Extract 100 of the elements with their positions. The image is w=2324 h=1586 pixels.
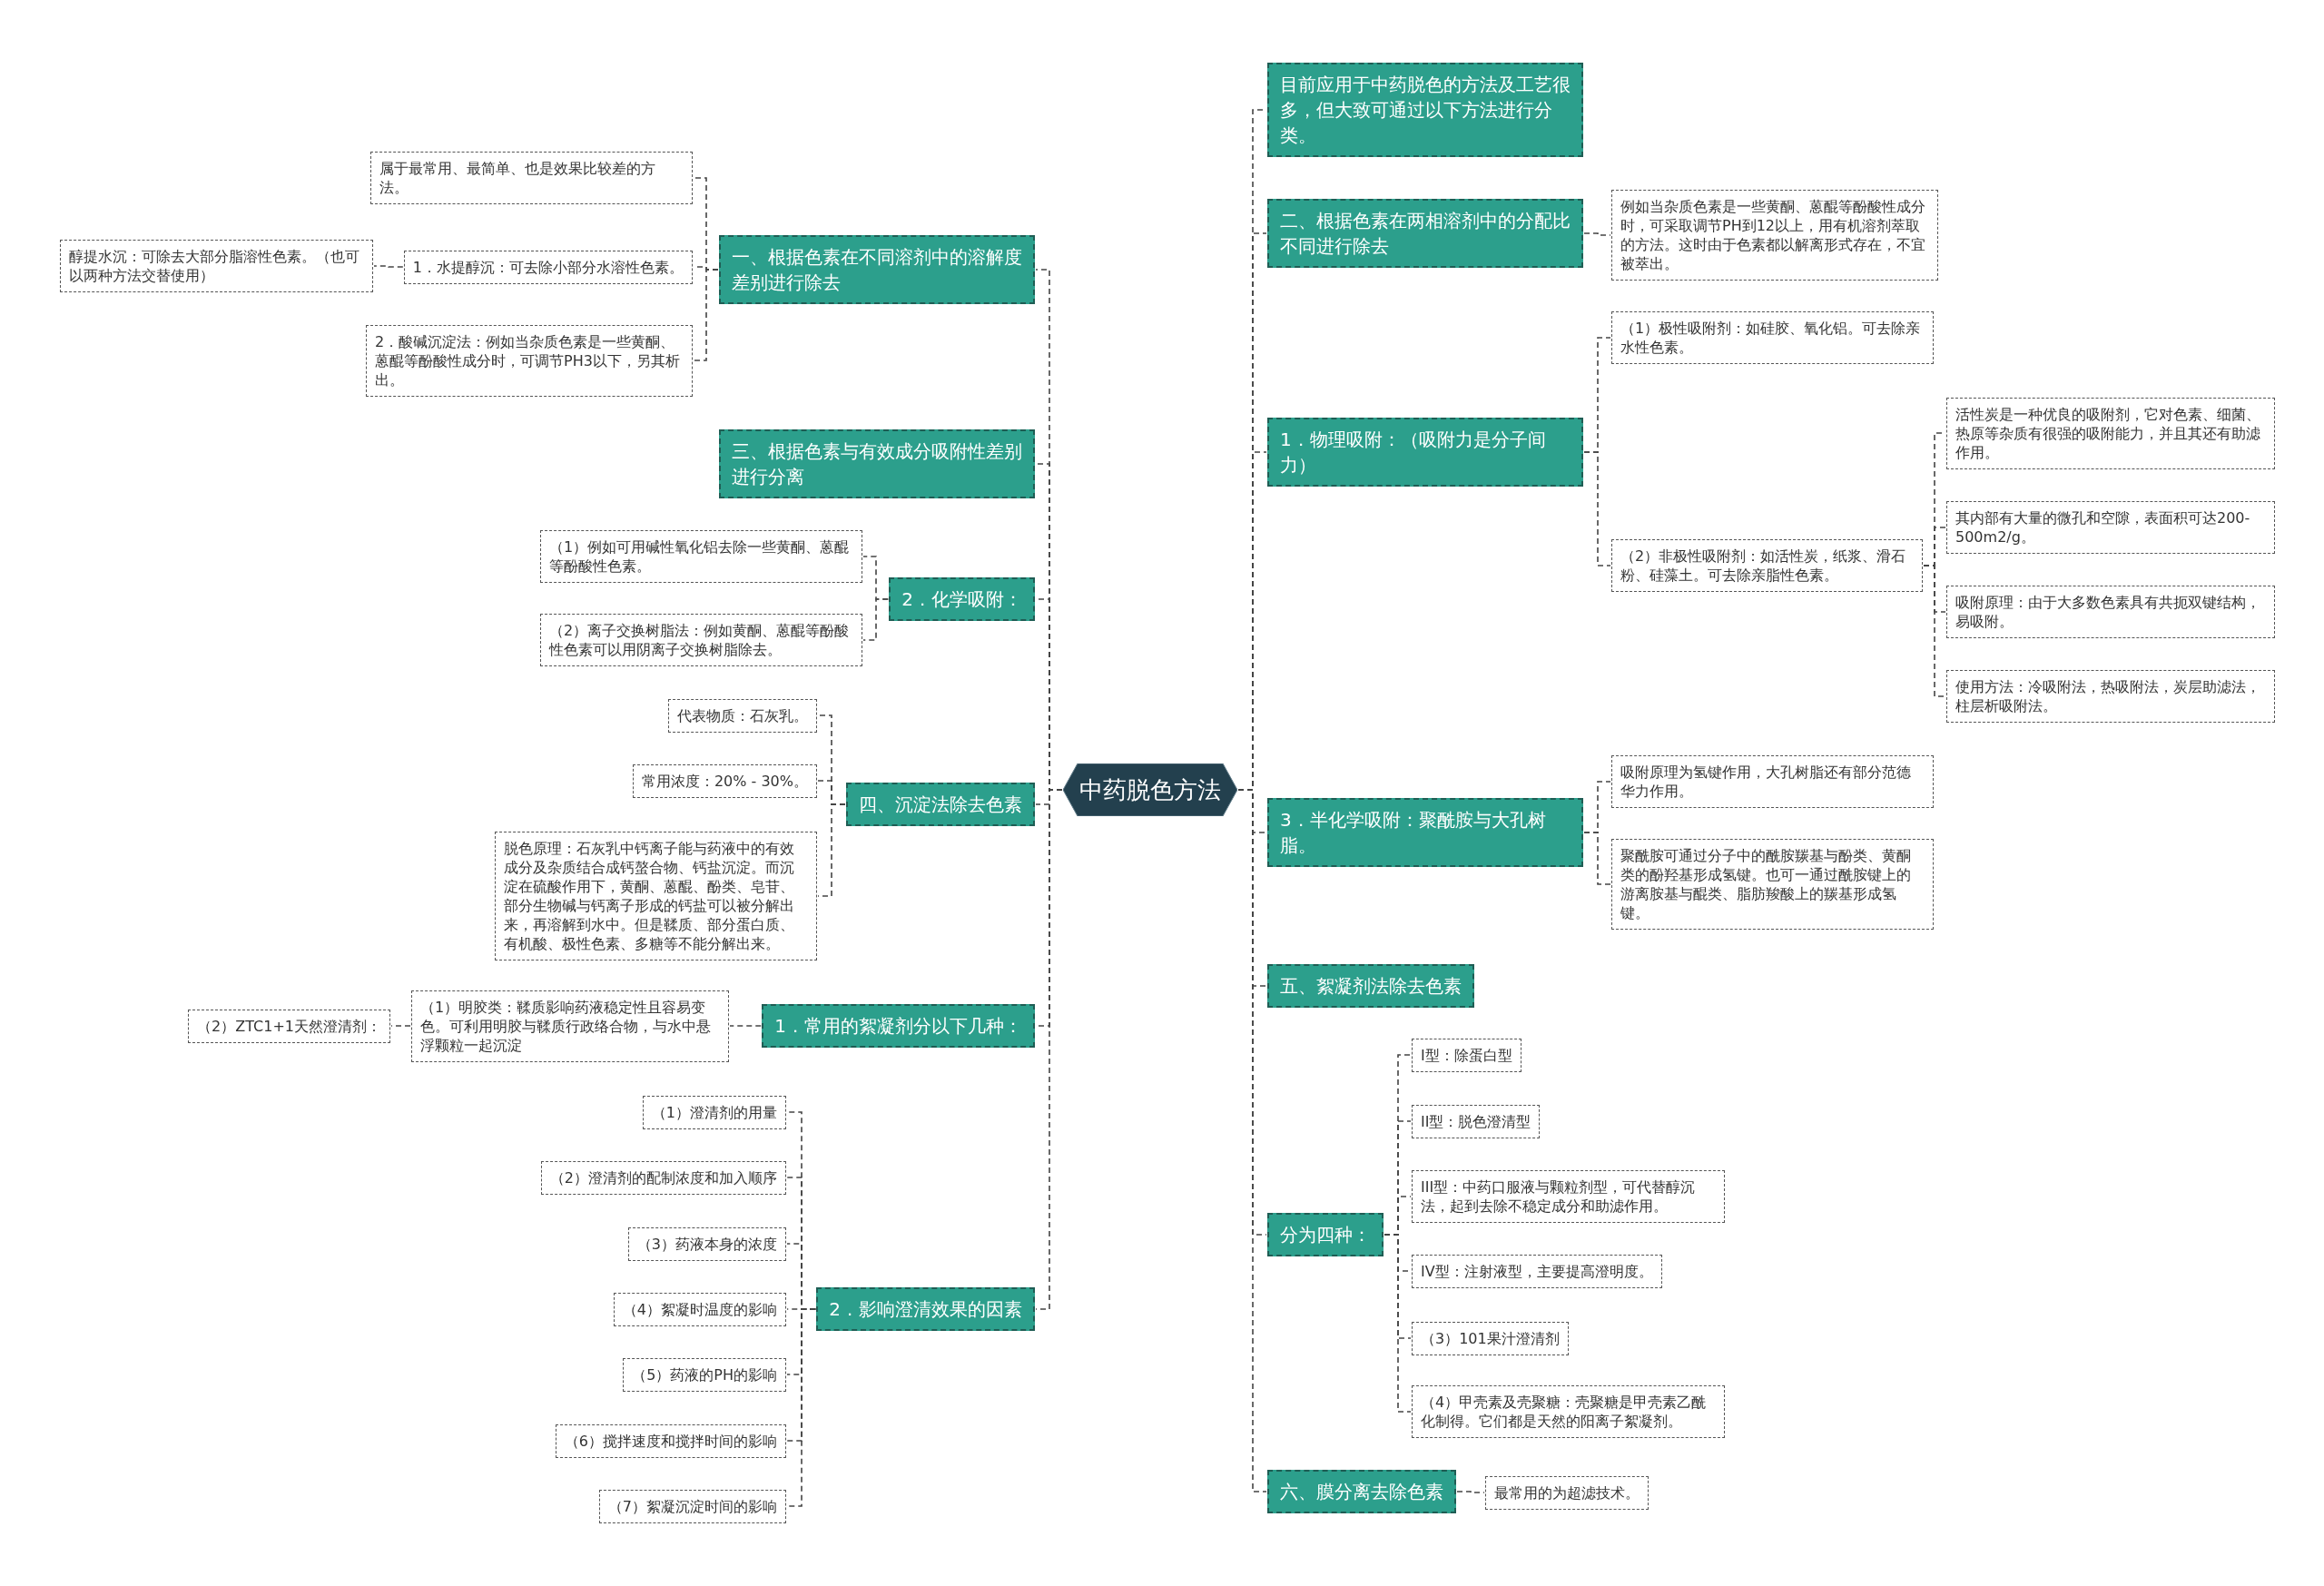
note-card [1412, 1254, 1662, 1288]
topic-text: 2．影响澄清效果的因素 [829, 1297, 1022, 1322]
note-text: 活性炭是一种优良的吸附剂，它对色素、细菌、热原等杂质有很强的吸附能力，并且其还有助滤作用。 [1955, 404, 2261, 462]
note-card [495, 832, 817, 960]
note-text: （3）药液本身的浓度 [636, 1234, 777, 1254]
connector-line [693, 269, 719, 361]
connector-line [1923, 565, 1946, 697]
note-text: 最常用的为超滤技术。 [1494, 1483, 1640, 1502]
note-card [642, 1095, 786, 1129]
note-card [1946, 670, 2275, 723]
note-text: （7）絮凝沉淀时间的影响 [607, 1496, 777, 1516]
topic-card [1267, 63, 1583, 157]
note-card [1946, 501, 2275, 554]
topic-text: 四、沉淀法除去色素 [859, 793, 1022, 817]
topic-text: 目前应用于中药脱色的方法及工艺很多，但大致可通过以下方法进行分类。 [1280, 73, 1571, 148]
note-card [623, 1357, 786, 1392]
topic-card [846, 783, 1035, 826]
note-card [1412, 1321, 1569, 1355]
topic-text: 2．化学吸附： [901, 587, 1022, 612]
note-text: 醇提水沉：可除去大部分脂溶性色素。（也可以两种方法交替使用） [69, 247, 360, 285]
topic-card [1267, 1470, 1456, 1513]
topic-card [719, 235, 1035, 304]
connector-line [390, 1025, 411, 1027]
note-text: 吸附原理为氢键作用，大孔树脂还有部分范德华力作用。 [1620, 763, 1912, 801]
topic-card [1267, 964, 1474, 1008]
note-text: I型：除蛋白型 [1421, 1045, 1512, 1065]
note-text: 使用方法：冷吸附法，热吸附法，炭层助滤法，柱层析吸附法。 [1955, 677, 2261, 715]
note-card [1412, 1104, 1541, 1138]
note-card [598, 1489, 786, 1523]
topic-text: 1．常用的絮凝剂分以下几种： [774, 1014, 1022, 1039]
topic-card [1267, 418, 1583, 487]
connector-line [1583, 232, 1611, 236]
topic-card [719, 429, 1035, 498]
connector-line [786, 1308, 817, 1507]
note-card [1611, 190, 1938, 281]
connector-line [1456, 1491, 1485, 1493]
note-text: 代表物质：石灰乳。 [677, 705, 808, 725]
topic-text: 三、根据色素与有效成分吸附性差别进行分离 [732, 439, 1022, 489]
connector-line [817, 803, 846, 897]
note-card [1412, 1170, 1725, 1223]
note-card [60, 240, 373, 292]
note-text: （2）离子交换树脂法：例如黄酮、蒽醌等酚酸性色素可以用阴离子交换树脂除去。 [549, 621, 851, 659]
topic-text: 一、根据色素在不同溶剂中的溶解度差别进行除去 [732, 245, 1022, 295]
note-card [613, 1292, 786, 1326]
connector-line [1583, 832, 1611, 885]
note-card [540, 1160, 786, 1195]
connector-line [729, 1025, 763, 1027]
note-card [1412, 1038, 1521, 1072]
note-text: 属于最常用、最简单、也是效果比较差的方法。 [379, 159, 656, 197]
note-text: （1）明胶类：鞣质影响药液稳定性且容易变色。可利用明胶与鞣质行政络合物，与水中悬浮颗粒一起沉淀 [420, 997, 712, 1055]
note-text: （1）极性吸附剂：如硅胶、氧化铝。可去除亲水性色素。 [1620, 319, 1922, 357]
note-text: 吸附原理：由于大多数色素具有共扼双键结构，易吸附。 [1955, 593, 2261, 631]
note-card [1611, 839, 1934, 930]
topic-card [1267, 1213, 1384, 1256]
topic-card [889, 577, 1035, 621]
note-card [370, 152, 693, 204]
note-text: （2）澄清剂的配制浓度和加入顺序 [549, 1167, 777, 1187]
topic-card [816, 1287, 1035, 1331]
note-card [1946, 586, 2275, 638]
note-card [1485, 1475, 1649, 1510]
note-text: III型：中药口服液与颗粒剂型，可代替醇沉法，起到去除不稳定成分和助滤作用。 [1421, 1177, 1697, 1216]
note-text: （4）甲壳素及壳聚糖：壳聚糖是甲壳素乙酰化制得。它们都是天然的阳离子絮凝剂。 [1421, 1393, 1708, 1431]
note-card [627, 1226, 786, 1261]
note-card [1611, 311, 1934, 364]
topic-card [762, 1004, 1035, 1048]
connector-line [1384, 1234, 1412, 1413]
note-text: （6）搅拌速度和搅拌时间的影响 [564, 1431, 777, 1451]
note-text: 聚酰胺可通过分子中的酰胺羰基与酚类、黄酮类的酚羟基形成氢键。也可一通过酰胺键上的游离胺基与醌类、脂肪羧酸上的羰基形成氢键。 [1620, 846, 1912, 922]
note-card [1946, 397, 2275, 469]
note-text: IV型：注射液型，主要提高澄明度。 [1421, 1261, 1653, 1281]
note-card [1412, 1385, 1725, 1438]
topic-text: 六、膜分离去除色素 [1280, 1480, 1443, 1504]
note-text: 其内部有大量的微孔和空隙，表面积可达200-500m2/g。 [1955, 508, 2251, 547]
note-card [632, 763, 817, 798]
note-text: 常用浓度：20% - 30%。 [641, 771, 808, 791]
connector-line [1583, 451, 1611, 566]
note-text: 例如当杂质色素是一些黄酮、蒽醌等酚酸性成分时，可采取调节PH到12以上，用有机溶剂萃取的方法。这时由于色素都以解离形式存在，不宜被萃出。 [1620, 197, 1926, 273]
note-card [1611, 539, 1923, 592]
note-text: （3）101果汁澄清剂 [1421, 1328, 1560, 1348]
note-card [188, 1009, 390, 1043]
topic-text: 二、根据色素在两相溶剂中的分配比不同进行除去 [1280, 209, 1571, 259]
note-card [366, 324, 693, 397]
note-card [403, 250, 693, 284]
topic-text: 3．半化学吸附：聚酰胺与大孔树脂。 [1280, 808, 1547, 858]
central-topic: 中药脱色方法 [1079, 775, 1221, 805]
topic-card [1267, 199, 1583, 268]
topic-text: 分为四种： [1280, 1223, 1371, 1247]
note-text: （2）非极性吸附剂：如活性炭，纸浆、滑石粉、硅藻土。可去除亲脂性色素。 [1620, 547, 1907, 585]
note-text: （5）药液的PH的影响 [632, 1364, 777, 1384]
note-text: （1）澄清剂的用量 [651, 1102, 777, 1122]
note-text: II型：脱色澄清型 [1421, 1111, 1531, 1131]
topic-text: 1．物理吸附：（吸附力是分子间力） [1280, 428, 1547, 478]
note-card [540, 614, 862, 666]
note-card [1611, 755, 1934, 808]
note-text: 脱色原理：石灰乳中钙离子能与药液中的有效成分及杂质结合成钙螯合物、钙盐沉淀。而沉淀在硫酸作用下，黄酮、蒽醌、酚类、皂苷、部分生物碱与钙离子形成的钙盐可以被分解出来，再溶解到水中。但是鞣质、部分蛋白质、有机酸、极性色素、多糖等不能分解出来。 [504, 839, 795, 953]
note-text: 1．水提醇沉：可去除小部分水溶性色素。 [412, 257, 684, 277]
note-card [411, 990, 729, 1062]
note-card [555, 1423, 786, 1458]
note-text: （1）例如可用碱性氧化铝去除一些黄酮、蒽醌等酚酸性色素。 [549, 537, 851, 576]
topic-card [1267, 798, 1583, 867]
